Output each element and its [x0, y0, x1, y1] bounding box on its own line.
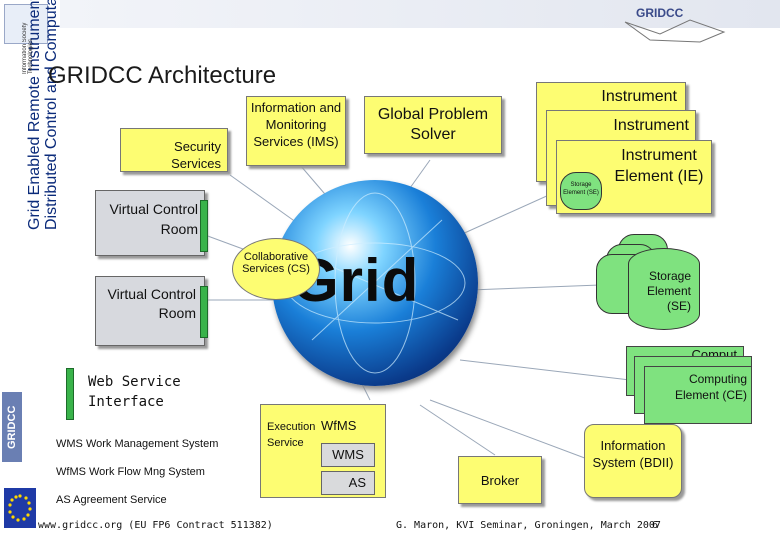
footer-right: G. Maron, KVI Seminar, Groningen, March …	[396, 520, 661, 531]
virtual-control-room-1: Virtual Control Room	[95, 190, 205, 256]
vcr1-interface-bar	[200, 200, 208, 252]
ims-box: Information and Monitoring Services (IMS…	[246, 96, 346, 166]
page-number: 6	[652, 520, 659, 531]
vcr2-interface-bar	[200, 286, 208, 338]
sidebar: Grid Enabled Remote Instrumentation with…	[0, 0, 60, 540]
virtual-control-room-2: Virtual Control Room	[95, 276, 205, 346]
collaborative-services-ellipse: Collaborative Services (CS)	[232, 238, 320, 300]
legend-wms: WMS Work Management System	[56, 438, 219, 450]
instrument-storage-cylinder: Storage Element (SE)	[560, 172, 602, 210]
instrument-element-label: Instrument Element (IE)	[614, 147, 704, 185]
web-service-interface-label: Web Service Interface	[88, 374, 181, 410]
footer-left: www.gridcc.org (EU FP6 Contract 511382)	[38, 520, 273, 531]
globe-network-lines	[284, 192, 466, 374]
as-box: AS	[321, 471, 375, 495]
execution-service-label: Execution Service	[267, 421, 316, 449]
top-banner	[60, 0, 780, 28]
wms-box: WMS	[321, 443, 375, 467]
eu-flag-icon	[4, 488, 36, 528]
grid-network-icon	[624, 19, 726, 43]
storage-element-cylinder: Storage Element (SE)	[628, 248, 700, 330]
information-system-bdii-box: Information System (BDII)	[584, 424, 682, 498]
execution-service-box: Execution Service WfMS WMS AS	[260, 404, 386, 498]
security-services-box: Security Services	[120, 128, 228, 172]
legend-as: AS Agreement Service	[56, 494, 167, 506]
header-logo: GRIDCC	[636, 6, 684, 20]
wfms-label: WfMS	[321, 418, 357, 433]
legend-wfms: WfMS Work Flow Mng System	[56, 466, 205, 478]
computing-element-box: Computing Element (CE)	[644, 366, 752, 424]
broker-box: Broker	[458, 456, 542, 504]
web-service-interface-bar	[66, 368, 74, 420]
page-title: GRIDCC Architecture	[48, 62, 277, 89]
global-problem-solver-box: Global Problem Solver	[364, 96, 502, 154]
ist-logo	[4, 4, 48, 44]
